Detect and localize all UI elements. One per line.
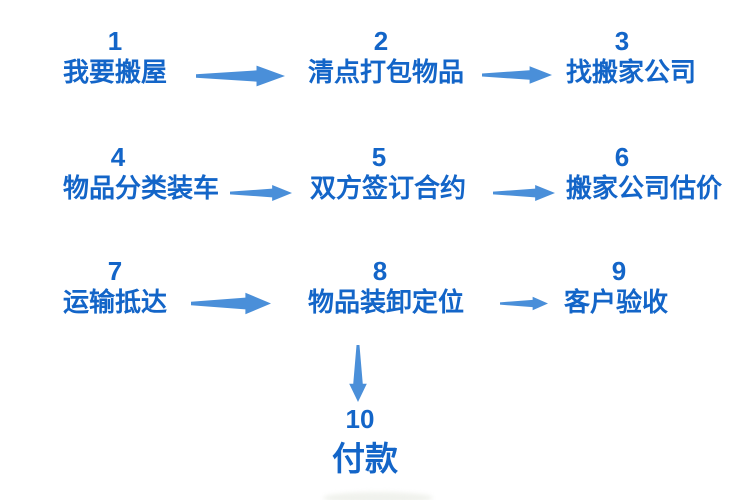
step-10-label: 付款	[332, 440, 398, 477]
step-2-number: 2	[373, 26, 389, 56]
step-1-label: 我要搬屋	[63, 57, 168, 87]
step-8-label: 物品装卸定位	[308, 287, 465, 317]
arrow-right-step5-to-step6-icon	[493, 183, 555, 203]
step-8-number: 8	[372, 256, 388, 286]
step-5-label: 双方签订合约	[310, 173, 467, 203]
step-4-label: 物品分类装车	[63, 173, 220, 203]
arrow-right-step2-to-step3-icon	[482, 64, 552, 86]
arrow-right-step1-to-step2-icon	[196, 63, 285, 89]
arrow-right-step4-to-step5-icon	[230, 183, 292, 203]
step-7-label: 运输抵达	[63, 287, 168, 317]
step-6-label: 搬家公司估价	[566, 173, 723, 203]
step-7-number: 7	[107, 256, 123, 286]
cutoff-artifact	[323, 492, 433, 500]
step-10-number: 10	[345, 404, 375, 434]
arrow-right-step7-to-step8-icon	[191, 290, 271, 317]
step-4-number: 4	[110, 142, 126, 172]
arrow-right-step8-to-step9-icon	[500, 295, 548, 312]
step-3-number: 3	[614, 26, 630, 56]
step-6-number: 6	[614, 142, 630, 172]
arrow-down-step8-to-step10-icon	[347, 345, 369, 402]
step-2-label: 清点打包物品	[308, 57, 465, 87]
step-9-number: 9	[611, 256, 627, 286]
step-1-number: 1	[107, 26, 123, 56]
step-9-label: 客户验收	[564, 287, 669, 317]
step-5-number: 5	[371, 142, 387, 172]
step-3-label: 找搬家公司	[566, 57, 697, 87]
